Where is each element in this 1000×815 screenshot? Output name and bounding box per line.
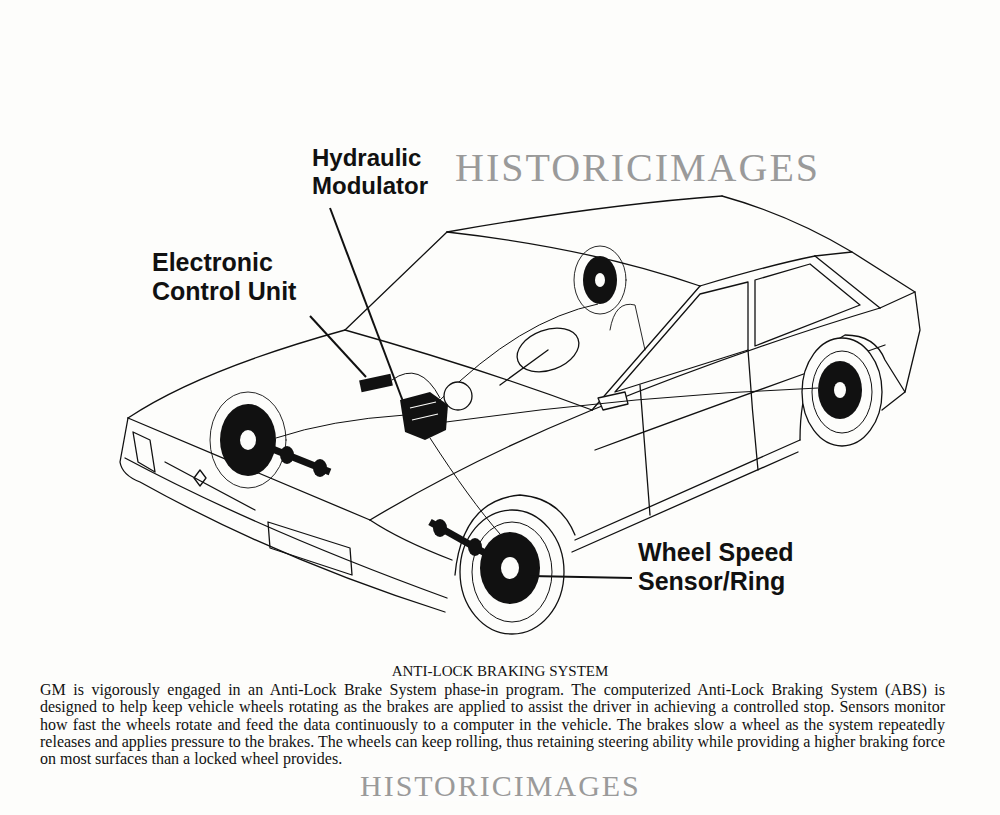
brake-line xyxy=(276,415,405,438)
rear-window xyxy=(722,196,852,256)
car-body xyxy=(120,196,920,612)
front-bumper xyxy=(120,418,445,612)
steering-column xyxy=(500,350,548,385)
electronic-control-unit xyxy=(359,374,393,392)
rocker-lower xyxy=(572,452,798,552)
trunk-deck xyxy=(852,252,915,308)
front-side-window xyxy=(615,282,748,392)
headlight xyxy=(133,432,155,472)
headlight xyxy=(268,522,352,575)
caption-title: ANTI-LOCK BRAKING SYSTEM xyxy=(392,663,609,680)
disc-hub xyxy=(501,557,519,579)
emblem xyxy=(194,470,206,486)
part-label-holder: Wheel Speed Sensor/Ring xyxy=(638,538,823,596)
watermark-holder: HISTORICIMAGES xyxy=(455,148,820,188)
roof-near-edge xyxy=(700,256,815,286)
front-tire xyxy=(460,510,564,634)
rear-rim xyxy=(812,351,872,433)
part-label: Hydraulic Modulator xyxy=(312,144,462,199)
door-line xyxy=(748,350,758,470)
brake-parts xyxy=(220,256,882,634)
a-pillar xyxy=(345,232,447,330)
leader-line xyxy=(330,208,410,420)
caption-holder: GM is vigorously engaged in an Anti-Lock… xyxy=(40,681,945,767)
rear-tire xyxy=(802,338,882,446)
cv-boot xyxy=(280,446,294,464)
part-label-holder: Electronic Control Unit xyxy=(152,248,327,306)
caption-text: GM is vigorously engaged in an Anti-Lock… xyxy=(40,681,945,767)
bumper-crease xyxy=(125,458,447,598)
hood-near-edge xyxy=(370,410,592,520)
windshield-base xyxy=(345,330,592,410)
brake-lines xyxy=(276,304,818,534)
watermark: HISTORICIMAGES xyxy=(455,148,820,188)
disc-hub xyxy=(595,273,605,287)
leader-line xyxy=(530,576,632,578)
far-rear-tire xyxy=(574,246,626,314)
brake-line xyxy=(446,388,818,422)
roof-far-edge xyxy=(447,196,722,232)
rear-end xyxy=(882,292,920,410)
modulator-detail xyxy=(410,402,438,420)
a-pillar xyxy=(592,286,700,410)
rocker xyxy=(575,440,800,540)
brake-booster xyxy=(444,382,472,410)
abs-units xyxy=(359,374,472,440)
brake-line xyxy=(430,438,500,534)
rear-side-window xyxy=(755,264,860,346)
hydraulic-modulator xyxy=(400,392,448,440)
part-label: Electronic Control Unit xyxy=(152,248,327,306)
front-rim xyxy=(472,522,552,622)
brake-disc xyxy=(818,361,862,419)
leader-lines xyxy=(310,208,632,578)
part-label: Wheel Speed Sensor/Ring xyxy=(638,538,823,596)
front-fender xyxy=(370,520,452,560)
cv-boot xyxy=(313,459,327,477)
part-label-holder: Hydraulic Modulator xyxy=(312,144,462,199)
brake-disc xyxy=(583,256,617,304)
cv-boot xyxy=(433,519,447,537)
disc-hub xyxy=(834,382,846,398)
seat xyxy=(610,304,645,350)
leader-line xyxy=(310,316,366,377)
disc-hub xyxy=(240,430,256,450)
watermark: HISTORICIMAGES xyxy=(360,771,641,801)
roof-front-edge xyxy=(447,232,700,286)
title-holder: ANTI-LOCK BRAKING SYSTEM xyxy=(0,662,1000,680)
far-front-tire xyxy=(210,392,286,488)
door-line xyxy=(640,385,650,515)
hood-far-edge xyxy=(128,330,345,418)
watermark-holder: HISTORICIMAGES xyxy=(360,771,641,801)
brake-disc xyxy=(220,404,276,476)
brake-disc xyxy=(480,532,540,604)
cv-boot xyxy=(468,538,482,556)
